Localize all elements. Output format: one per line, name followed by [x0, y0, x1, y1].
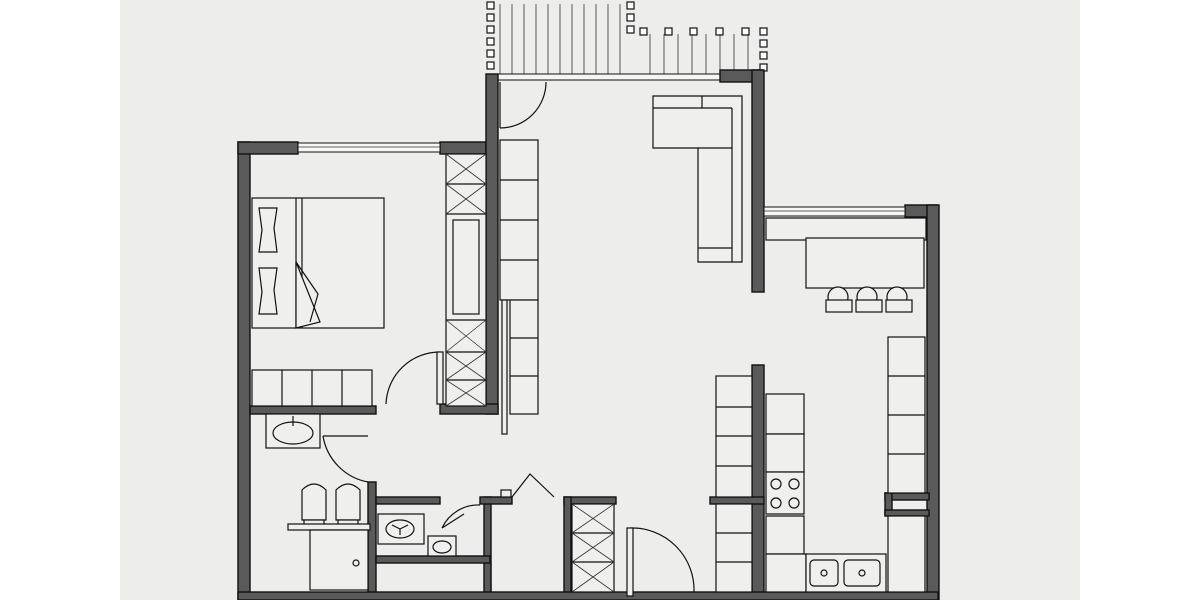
entry-wardrobe — [571, 503, 615, 593]
wall-bedroom-left — [237, 141, 251, 600]
bedroom-window — [297, 142, 441, 153]
wall-fridge-box-bottom — [884, 509, 930, 517]
toilet-1 — [301, 483, 327, 529]
balcony-floor-boards — [499, 4, 749, 74]
kitchen-counter-left — [715, 375, 753, 593]
balcony — [486, 1, 768, 81]
wall-wc-mid — [375, 555, 491, 564]
kitchen-sink — [809, 559, 881, 587]
wall-bedroom-top-right — [439, 141, 487, 155]
wall-bedroom-top-left — [237, 141, 299, 155]
bedroom-dresser — [251, 369, 373, 407]
wall-bath-top — [249, 405, 377, 415]
walls — [237, 69, 940, 600]
wall-kitchen-stub — [709, 496, 765, 505]
wall-living-right — [751, 69, 765, 293]
bathroom-door — [322, 435, 369, 483]
wall-closet2-top — [563, 496, 617, 505]
wc-toilet — [377, 513, 425, 545]
hall-closet-door — [500, 473, 555, 498]
wall-center-column — [485, 73, 499, 415]
shower — [309, 529, 369, 591]
kitchen-counter-right — [887, 336, 926, 593]
balcony-door-swing — [499, 81, 547, 129]
sofa — [652, 95, 743, 263]
floorplan-sheet — [120, 0, 1080, 600]
entry-door — [626, 527, 695, 597]
wall-wc-right — [483, 496, 492, 600]
wc-sink — [427, 535, 457, 557]
wc-door — [441, 504, 481, 529]
toilet-2 — [335, 483, 361, 529]
wall-kitchen-island — [751, 364, 765, 600]
wall-bath-divider — [367, 481, 377, 600]
dining-bar — [765, 217, 927, 313]
dining-window — [763, 206, 906, 217]
balcony-sliding-door — [497, 73, 721, 81]
hall-shelving — [499, 139, 539, 435]
wall-bottom — [237, 591, 939, 600]
balcony-railing-posts — [486, 1, 768, 72]
bedroom-door — [385, 351, 444, 405]
wall-wc-top — [375, 496, 441, 505]
floorplan-drawing — [120, 0, 1080, 600]
cooktop — [765, 471, 805, 515]
wall-right-outer — [926, 204, 940, 600]
toilet-wall-shelf — [287, 523, 371, 531]
wall-hall-stub — [479, 496, 513, 505]
bed — [251, 197, 385, 329]
bedroom-wardrobe — [445, 153, 487, 407]
bathroom-vanity — [265, 413, 321, 449]
wall-closet2-left — [563, 496, 572, 600]
